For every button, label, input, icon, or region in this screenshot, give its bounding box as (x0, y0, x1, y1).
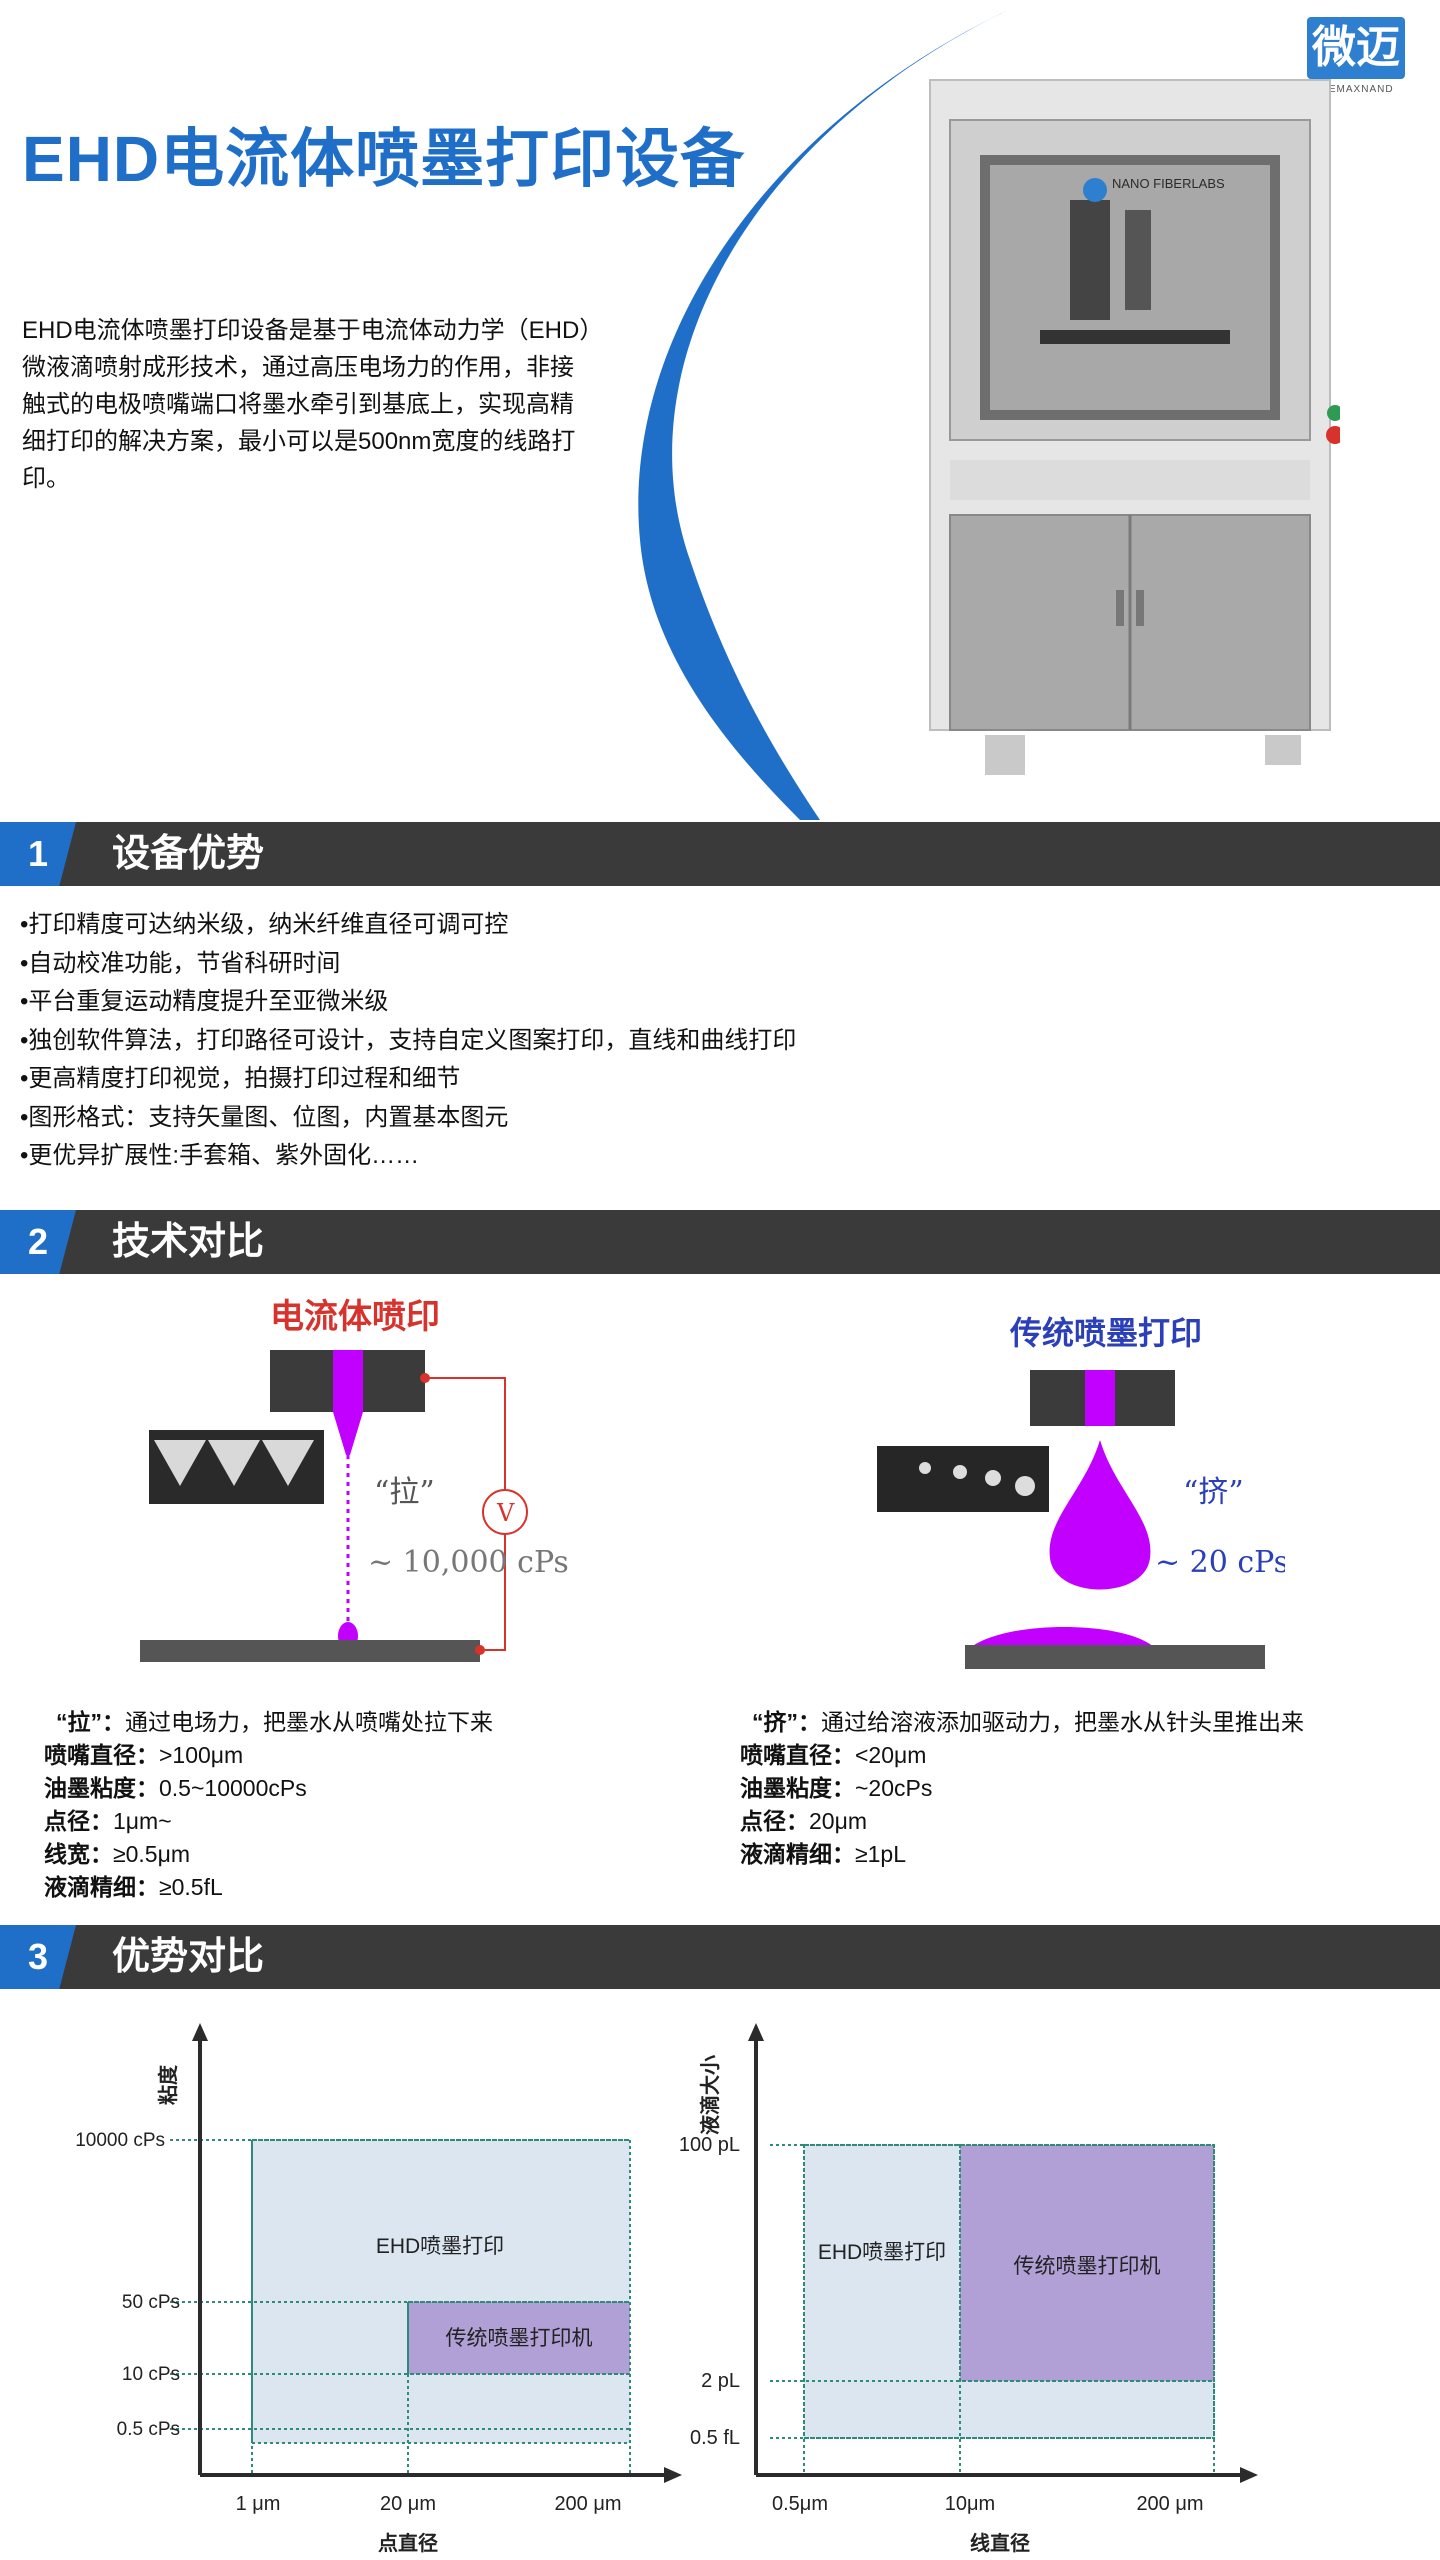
x-axis-title: 线直径 (970, 2531, 1030, 2555)
list-item: •更优异扩展性:手套箱、紫外固化…… (20, 1142, 420, 1169)
advantages-list: •打印精度可达纳米级，纳米纤维直径可调可控 •自动校准功能，节省科研时间 •平台… (20, 906, 796, 1176)
ehd-diagram-title: 电流体喷印 (270, 1297, 440, 1337)
x-tick-label: 200 μm (1136, 2493, 1203, 2515)
x-tick-label: 0.5μm (772, 2493, 828, 2515)
x-axis-title: 点直径 (378, 2531, 438, 2555)
chart-region-traditional (959, 2144, 1215, 2382)
x-tick-label: 20 μm (380, 2493, 436, 2515)
y-tick-label: 0.5 fL (690, 2427, 740, 2449)
list-item: •打印精度可达纳米级，纳米纤维直径可调可控 (20, 911, 509, 938)
trad-spec-lead-key: “挤”： (752, 1709, 821, 1735)
x-tick-label: 200 μm (554, 2493, 621, 2515)
y-tick-label: 100 pL (679, 2134, 740, 2156)
ehd-spec-value: ≥0.5fL (159, 1874, 223, 1900)
y-tick-label: 10000 cPs (75, 2130, 165, 2151)
region-label-ehd: EHD喷墨打印 (376, 2235, 504, 2258)
trad-spec-lead-text: 通过给溶液添加驱动力，把墨水从针头里推出来 (821, 1709, 1304, 1735)
trad-spec-value: <20μm (855, 1742, 927, 1768)
chart-region-ehd (251, 2139, 631, 2444)
ehd-printing-diagram: 电流体喷印 V “拉” ~ 10,000 cPs (140, 1297, 569, 1662)
intro-paragraph: EHD电流体喷墨打印设备是基于电流体动力学（EHD）微液滴喷射成形技术，通过高压… (22, 317, 592, 492)
x-tick-label: 10μm (945, 2493, 995, 2515)
section-title: 优势对比 (112, 1936, 265, 1978)
ehd-spec-key: 油墨粘度： (44, 1775, 159, 1801)
trad-spec-value: ≥1pL (855, 1841, 906, 1867)
brand-logo: 微迈 (1307, 17, 1405, 79)
ehd-spec-value: 0.5~10000cPs (159, 1775, 307, 1801)
section-title: 技术对比 (112, 1221, 265, 1263)
y-axis-title: 液滴大小 (698, 2055, 722, 2135)
trad-diagram-title: 传统喷墨打印 (1009, 1314, 1202, 1352)
x-tick-label: 1 μm (236, 2493, 281, 2515)
trad-spec-value: ~20cPs (855, 1775, 933, 1801)
y-tick-label: 0.5 cPs (117, 2419, 180, 2440)
y-tick-label: 2 pL (701, 2370, 740, 2392)
trad-spec-value: 20μm (809, 1808, 867, 1834)
voltmeter-label: V (496, 1499, 515, 1527)
trad-spec-block: “挤”：通过给溶液添加驱动力，把墨水从针头里推出来 喷嘴直径：<20μm 油墨粘… (740, 1706, 1304, 1871)
ehd-action-label: “拉” (374, 1475, 435, 1510)
traditional-printing-diagram: 传统喷墨打印 “挤” ~ 20 cPs (877, 1314, 1285, 1669)
trad-viscosity-label: ~ 20 cPs (1155, 1545, 1285, 1580)
trad-spec-key: 喷嘴直径： (740, 1742, 855, 1768)
region-label-ehd: EHD喷墨打印 (818, 2241, 946, 2264)
viscosity-vs-dot-chart: EHD喷墨打印 传统喷墨打印机 10000 cPs 50 cPs 10 cPs … (75, 2023, 682, 2555)
machine-brand-text: NANO FIBERLABS (1112, 176, 1225, 191)
ehd-spec-key: 线宽： (44, 1841, 113, 1867)
list-item: •图形格式：支持矢量图、位图，内置基本图元 (20, 1103, 509, 1131)
ehd-spec-block: “拉”：通过电场力，把墨水从喷嘴处拉下来 喷嘴直径：>100μm 油墨粘度：0.… (44, 1706, 493, 1904)
y-tick-label: 50 cPs (122, 2292, 180, 2313)
list-item: •独创软件算法，打印路径可设计，支持自定义图案打印，直线和曲线打印 (20, 1026, 797, 1054)
ehd-spec-value: 1μm~ (113, 1808, 172, 1834)
ehd-viscosity-label: ~ 10,000 cPs (368, 1545, 569, 1580)
ehd-spec-key: 喷嘴直径： (44, 1742, 159, 1768)
region-label-traditional: 传统喷墨打印机 (1014, 2255, 1161, 2278)
y-axis-title: 粘度 (156, 2064, 180, 2105)
droplet-vs-line-chart: EHD喷墨打印 传统喷墨打印机 100 pL 2 pL 0.5 fL 0.5μm… (679, 2023, 1258, 2555)
ehd-spec-lead-text: 通过电场力，把墨水从喷嘴处拉下来 (125, 1709, 493, 1735)
y-tick-label: 10 cPs (122, 2364, 180, 2385)
trad-spec-key: 点径： (740, 1808, 809, 1834)
page-title: EHD电流体喷墨打印设备 (22, 123, 746, 195)
ehd-spec-value: >100μm (159, 1742, 244, 1768)
trad-spec-key: 油墨粘度： (740, 1775, 855, 1801)
trad-action-label: “挤” (1183, 1475, 1244, 1510)
ehd-spec-key: 点径： (44, 1808, 113, 1834)
section-header-2: 2 技术对比 (0, 1210, 1440, 1274)
list-item: •更高精度打印视觉，拍摄打印过程和细节 (20, 1065, 461, 1092)
section-header-3: 3 优势对比 (0, 1925, 1440, 1989)
brand-logo-subtitle: WEMAXNAND (1318, 84, 1394, 95)
section-header-1: 1 设备优势 (0, 822, 1440, 886)
ehd-spec-lead-key: “拉”： (56, 1709, 125, 1735)
trad-spec-key: 液滴精细： (740, 1841, 855, 1867)
ehd-spec-key: 液滴精细： (44, 1874, 159, 1900)
section-title: 设备优势 (112, 833, 265, 875)
list-item: •平台重复运动精度提升至亚微米级 (20, 988, 389, 1015)
ehd-spec-value: ≥0.5μm (113, 1841, 191, 1867)
ehd-printer-machine-image: NANO FIBERLABS (929, 79, 1340, 775)
region-label-traditional: 传统喷墨打印机 (446, 2327, 593, 2350)
list-item: •自动校准功能，节省科研时间 (20, 949, 341, 977)
